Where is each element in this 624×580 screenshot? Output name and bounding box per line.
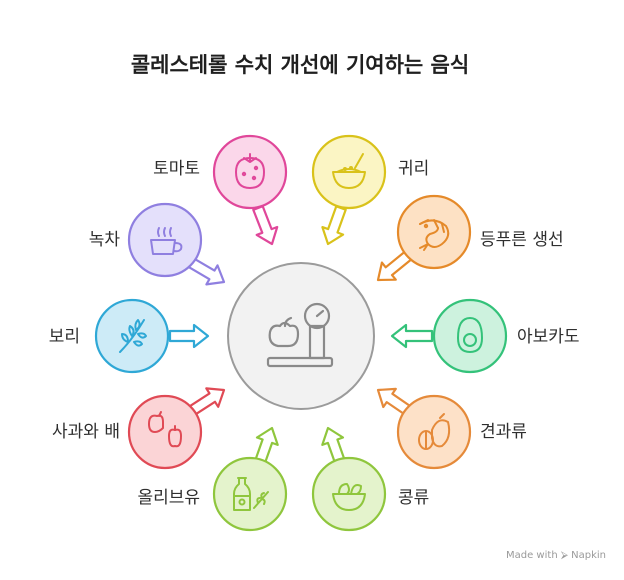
food-item: 토마토 — [153, 134, 288, 246]
page-title: 콜레스테롤 수치 개선에 기여하는 음식 — [131, 53, 469, 77]
nuts-icon — [418, 413, 451, 450]
apple-pear-icon — [148, 411, 182, 448]
food-item: 사과와 배 — [52, 387, 226, 470]
food-label: 보리 — [49, 327, 80, 347]
food-item: 아보카도 — [390, 298, 580, 374]
food-label: 귀리 — [398, 159, 429, 179]
arrow — [321, 205, 347, 246]
arrow — [376, 249, 415, 282]
center-hub — [227, 262, 375, 410]
arrow — [186, 387, 226, 418]
shrimp-icon — [419, 219, 450, 251]
bean-bowl-icon — [332, 483, 366, 511]
tea-icon — [150, 227, 183, 255]
food-item: 녹차 — [89, 202, 226, 286]
food-label: 등푸른 생선 — [480, 230, 564, 250]
icon-circle — [212, 134, 288, 210]
food-label: 아보카도 — [517, 327, 580, 347]
scale-with-apple-icon — [266, 302, 334, 368]
food-label: 콩류 — [398, 488, 429, 508]
food-label: 올리브유 — [137, 488, 200, 508]
food-label: 사과와 배 — [52, 422, 120, 442]
food-item: 올리브유 — [137, 426, 288, 532]
food-item: 견과류 — [376, 387, 527, 470]
food-label: 녹차 — [89, 230, 121, 250]
food-item: 귀리 — [311, 134, 429, 246]
avocado-icon — [457, 317, 483, 353]
food-item: 등푸른 생선 — [376, 194, 564, 282]
icon-circle — [432, 298, 508, 374]
arrow — [390, 323, 434, 349]
credit-text: Made with ⮚ Napkin — [506, 550, 606, 561]
food-item: 보리 — [49, 298, 210, 374]
icon-circle — [396, 394, 472, 470]
tomato-icon — [235, 153, 265, 189]
oat-bowl-icon — [332, 153, 366, 189]
food-label: 견과류 — [480, 422, 527, 442]
barley-icon — [119, 319, 147, 353]
icon-circle — [127, 394, 203, 470]
food-item: 콩류 — [311, 426, 429, 532]
olive-oil-icon — [233, 477, 269, 511]
food-label: 토마토 — [153, 159, 200, 179]
arrow — [252, 205, 279, 246]
arrow — [254, 426, 279, 465]
arrow — [168, 323, 210, 349]
